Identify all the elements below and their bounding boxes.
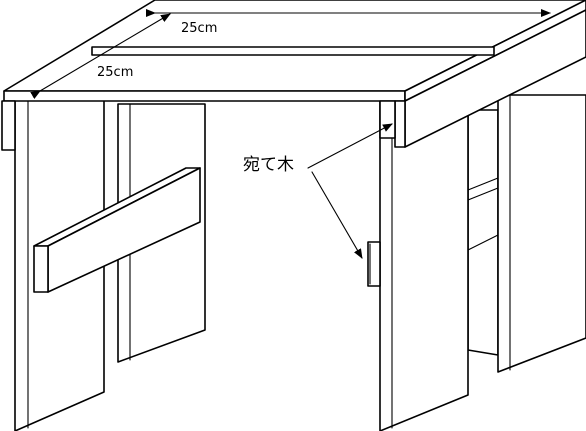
callout-leaders	[307, 123, 393, 259]
front-right-leg	[379, 99, 469, 431]
callout-label: 宛て木	[243, 155, 294, 175]
back-dimension-label: 25cm	[181, 21, 217, 36]
dimension-arrows	[30, 9, 551, 100]
depth-dimension-arrow	[30, 13, 171, 100]
batten-block	[367, 241, 381, 287]
front-dimension-label: 25cm	[97, 65, 133, 80]
center-strip	[91, 46, 495, 56]
left-side-rail	[33, 167, 201, 293]
back-right-leg	[467, 94, 586, 373]
leader-to-apron	[307, 123, 393, 169]
leader-to-batten	[311, 171, 363, 259]
